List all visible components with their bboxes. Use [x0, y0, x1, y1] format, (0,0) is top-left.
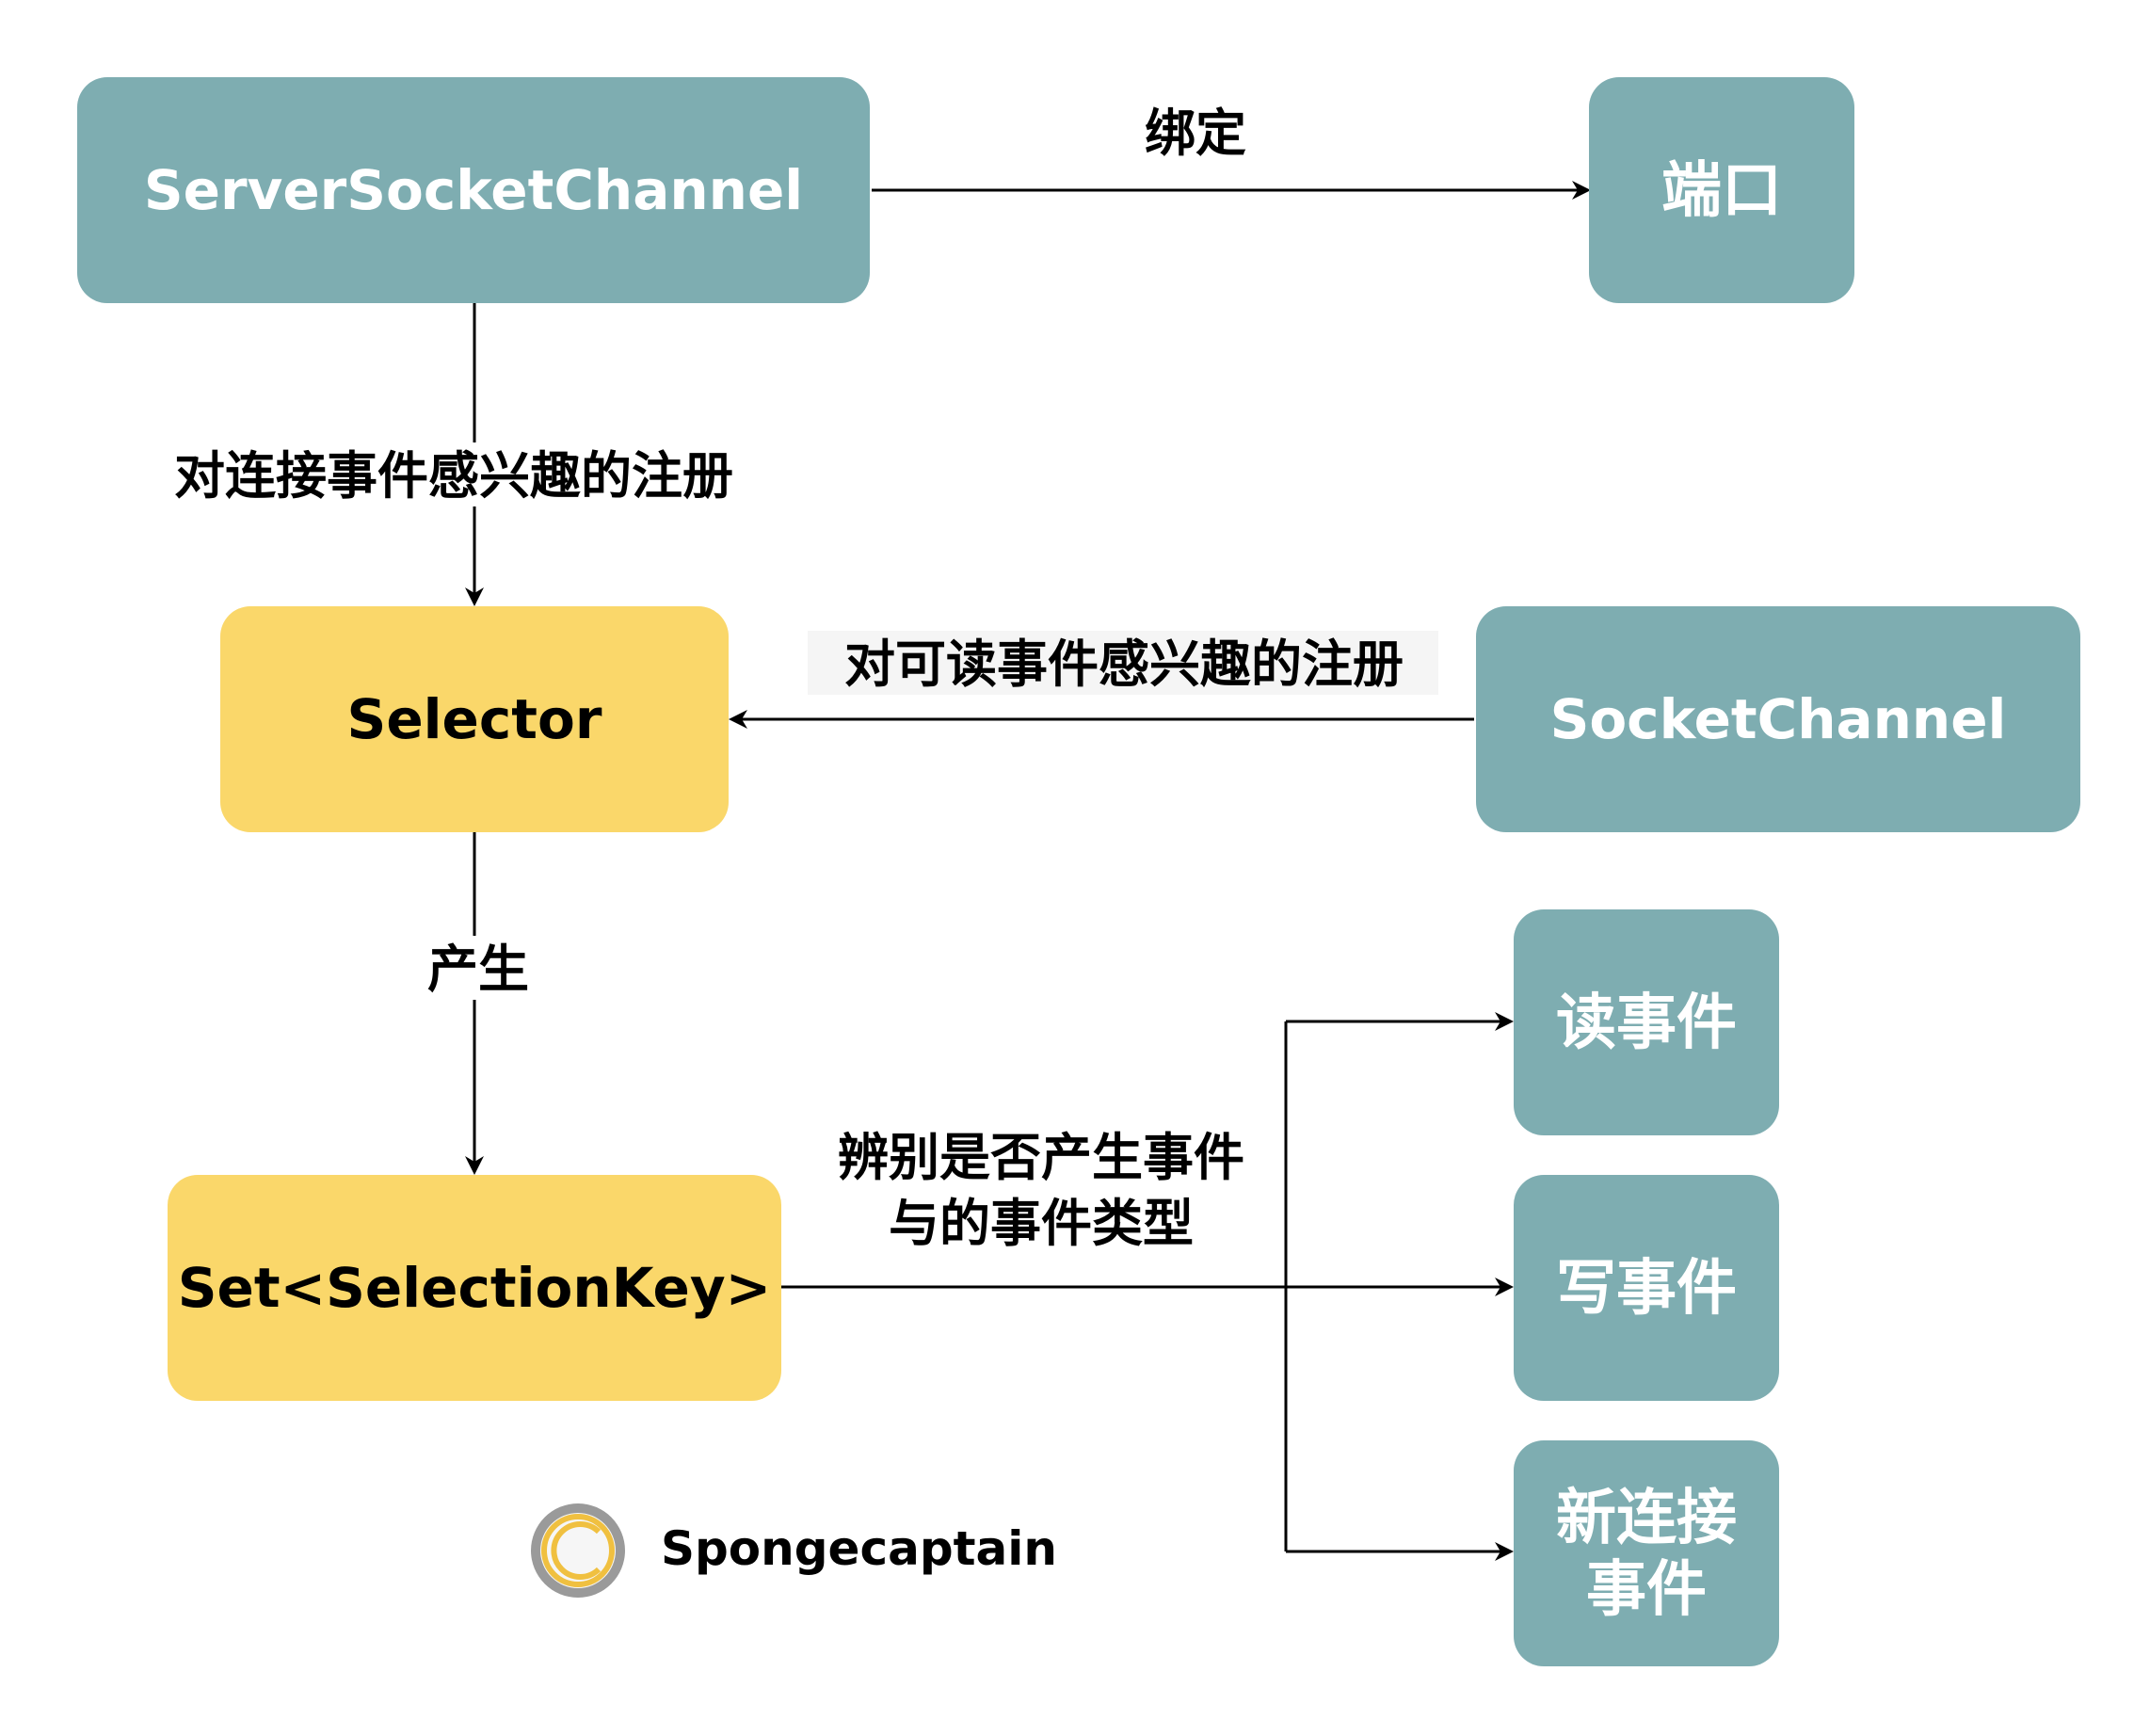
dispatch-label-line2: 与的事件类型 [889, 1194, 1194, 1253]
edge-labels: 绑定 对连接事件感兴趣的注册 对可读事件感兴趣的注册 产生 辨别是否产生事件 与… [141, 104, 1438, 1253]
write-event-label: 写事件 [1556, 1254, 1737, 1324]
edges [465, 181, 1591, 1561]
server-socket-channel-node: ServerSocketChannel [77, 77, 870, 303]
register-accept-label: 对连接事件感兴趣的注册 [174, 446, 733, 506]
register-read-label: 对可读事件感兴趣的注册 [844, 635, 1404, 694]
new-connection-event-node: 新连接 事件 [1514, 1440, 1779, 1666]
new-connection-event-label-line2: 事件 [1586, 1555, 1707, 1625]
selector-node: Selector [220, 606, 729, 832]
watermark-text: Spongecaptain [661, 1521, 1057, 1576]
register-accept-label-bg [141, 442, 762, 506]
read-event-label: 读事件 [1556, 989, 1737, 1058]
watermark: Spongecaptain [531, 1503, 1057, 1598]
socket-channel-label: SocketChannel [1550, 687, 2007, 751]
server-socket-channel-label: ServerSocketChannel [144, 158, 803, 222]
dispatch-label-line1: 辨别是否产生事件 [838, 1128, 1244, 1187]
selection-key-set-label: Set<SelectionKey> [178, 1256, 772, 1320]
selector-label: Selector [347, 687, 602, 751]
port-label: 端口 [1661, 156, 1782, 226]
selection-key-set-node: Set<SelectionKey> [168, 1175, 781, 1401]
new-connection-event-label-line1: 新连接 [1556, 1484, 1737, 1553]
nodes: ServerSocketChannel 端口 Selector SocketCh… [77, 77, 2080, 1666]
register-read-label-bg [808, 631, 1438, 695]
produce-label: 产生 [427, 940, 529, 999]
bind-label: 绑定 [1145, 104, 1246, 163]
read-event-node: 读事件 [1514, 909, 1779, 1135]
socket-channel-node: SocketChannel [1476, 606, 2080, 832]
copyright-circle-icon [531, 1503, 625, 1598]
write-event-node: 写事件 [1514, 1175, 1779, 1401]
port-node: 端口 [1589, 77, 1854, 303]
produce-label-bg [418, 936, 540, 1000]
